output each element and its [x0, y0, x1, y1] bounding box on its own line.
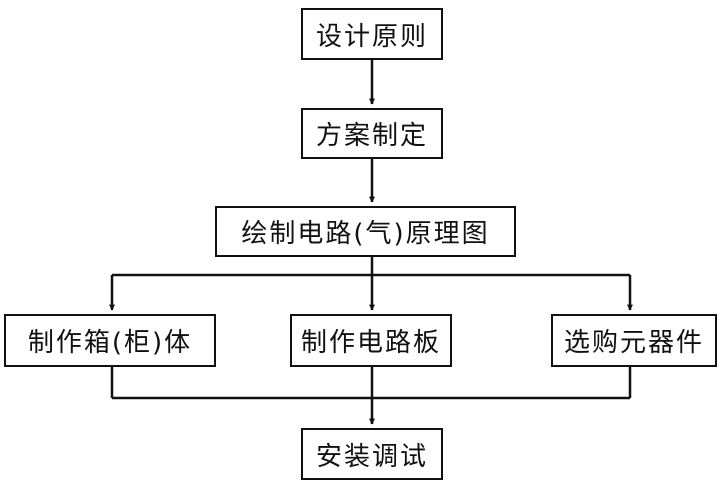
node-install-debug: 安装调试 [301, 428, 443, 480]
connector-lines [109, 60, 633, 425]
node-label: 制作箱(柜)体 [27, 328, 193, 358]
node-draw-schematic: 绘制电路(气)原理图 [215, 206, 516, 257]
node-make-cabinet: 制作箱(柜)体 [4, 314, 216, 367]
node-purchase-components: 选购元器件 [551, 314, 717, 367]
node-label: 选购元器件 [563, 328, 704, 358]
node-label: 制作电路板 [300, 328, 441, 358]
node-label: 绘制电路(气)原理图 [241, 219, 490, 249]
node-label: 安装调试 [315, 441, 428, 472]
node-label: 设计原则 [315, 21, 428, 52]
node-plan-formulation: 方案制定 [301, 108, 443, 159]
node-make-circuit-board: 制作电路板 [290, 314, 452, 367]
node-design-principles: 设计原则 [301, 8, 443, 60]
node-label: 方案制定 [315, 121, 428, 151]
